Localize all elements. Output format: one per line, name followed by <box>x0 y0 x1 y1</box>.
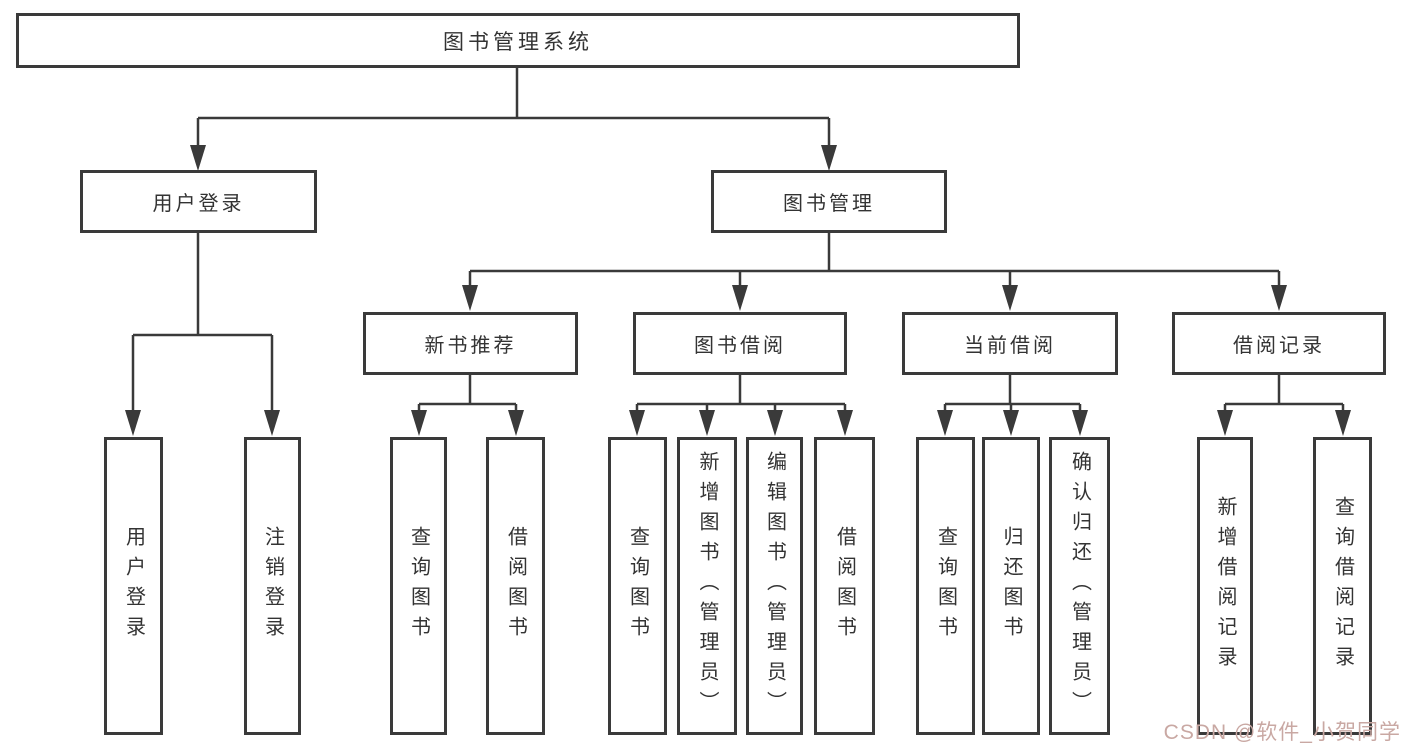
connector-book-mgmt-to-level3 <box>468 233 1281 288</box>
node-borrow-books-2: 借阅图书 <box>814 437 875 735</box>
node-confirm-return-admin: 确认归还（管理员） <box>1049 437 1110 735</box>
arrow-down-icon <box>190 145 206 171</box>
arrow-down-icon <box>767 410 783 436</box>
arrow-down-icon <box>1271 285 1287 311</box>
arrowhead-icons <box>125 145 1351 436</box>
arrow-down-icon <box>937 410 953 436</box>
arrow-down-icon <box>821 145 837 171</box>
arrow-down-icon <box>1072 410 1088 436</box>
node-edit-books-admin: 编辑图书（管理员） <box>746 437 803 735</box>
node-user-login-leaf: 用户登录 <box>104 437 163 735</box>
node-book-borrow: 图书借阅 <box>633 312 847 375</box>
node-add-books-admin: 新增图书（管理员） <box>677 437 737 735</box>
arrow-down-icon <box>1217 410 1233 436</box>
node-borrow-records: 借阅记录 <box>1172 312 1386 375</box>
arrow-down-icon <box>264 410 280 436</box>
arrow-down-icon <box>732 285 748 311</box>
node-return-books: 归还图书 <box>982 437 1040 735</box>
node-user-login: 用户登录 <box>80 170 317 233</box>
connector-new-book-branch <box>417 375 518 414</box>
node-borrow-books-1: 借阅图书 <box>486 437 545 735</box>
arrow-down-icon <box>1335 410 1351 436</box>
arrow-down-icon <box>411 410 427 436</box>
connector-borrow-records-branch <box>1223 375 1345 414</box>
node-current-borrow: 当前借阅 <box>902 312 1118 375</box>
node-query-books-3: 查询图书 <box>916 437 975 735</box>
connector-current-borrow-branch <box>943 375 1082 414</box>
arrow-down-icon <box>837 410 853 436</box>
arrow-down-icon <box>1002 285 1018 311</box>
node-add-borrow-record: 新增借阅记录 <box>1197 437 1253 735</box>
csdn-watermark: CSDN @软件_小贺同学 <box>1163 721 1401 744</box>
arrow-down-icon <box>508 410 524 436</box>
node-book-management: 图书管理 <box>711 170 947 233</box>
arrow-down-icon <box>125 410 141 436</box>
node-query-books-1: 查询图书 <box>390 437 447 735</box>
node-query-borrow-record: 查询借阅记录 <box>1313 437 1372 735</box>
connector-lines <box>131 68 1345 414</box>
node-root: 图书管理系统 <box>16 13 1020 68</box>
arrow-down-icon <box>699 410 715 436</box>
connector-book-borrow-branch <box>635 375 847 414</box>
connector-root-to-level2 <box>196 68 831 148</box>
connector-user-login-branch <box>131 233 274 414</box>
node-query-books-2: 查询图书 <box>608 437 667 735</box>
arrow-down-icon <box>1003 410 1019 436</box>
arrow-down-icon <box>462 285 478 311</box>
node-logout-leaf: 注销登录 <box>244 437 301 735</box>
arrow-down-icon <box>629 410 645 436</box>
node-new-book-recommend: 新书推荐 <box>363 312 578 375</box>
